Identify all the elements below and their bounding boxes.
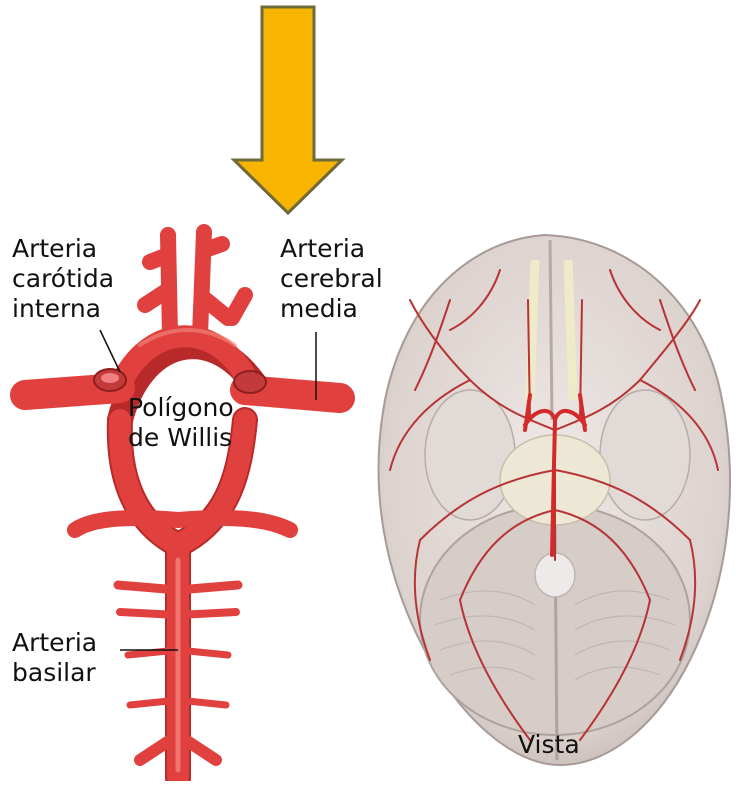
circle-of-willis-label: Polígono de Willis bbox=[128, 393, 234, 453]
label-line: Arteria bbox=[12, 234, 114, 264]
label-line: Arteria bbox=[280, 234, 383, 264]
leader-carotid bbox=[100, 330, 120, 372]
basilar-label: Arteria basilar bbox=[12, 628, 97, 688]
label-line: cerebral bbox=[280, 264, 383, 294]
label-line: media bbox=[280, 294, 383, 324]
label-line: Arteria bbox=[12, 628, 97, 658]
label-line: basilar bbox=[12, 658, 97, 688]
label-line: Vista bbox=[518, 730, 580, 760]
label-line: de Willis bbox=[128, 423, 234, 453]
down-arrow-icon bbox=[234, 7, 342, 213]
label-line: Polígono bbox=[128, 393, 234, 423]
brain-inferior-view bbox=[379, 235, 730, 765]
label-line: interna bbox=[12, 294, 114, 324]
internal-carotid-label: Arteria carótida interna bbox=[12, 234, 114, 324]
label-line: carótida bbox=[12, 264, 114, 294]
middle-cerebral-label: Arteria cerebral media bbox=[280, 234, 383, 324]
view-label: Vista bbox=[518, 730, 580, 760]
